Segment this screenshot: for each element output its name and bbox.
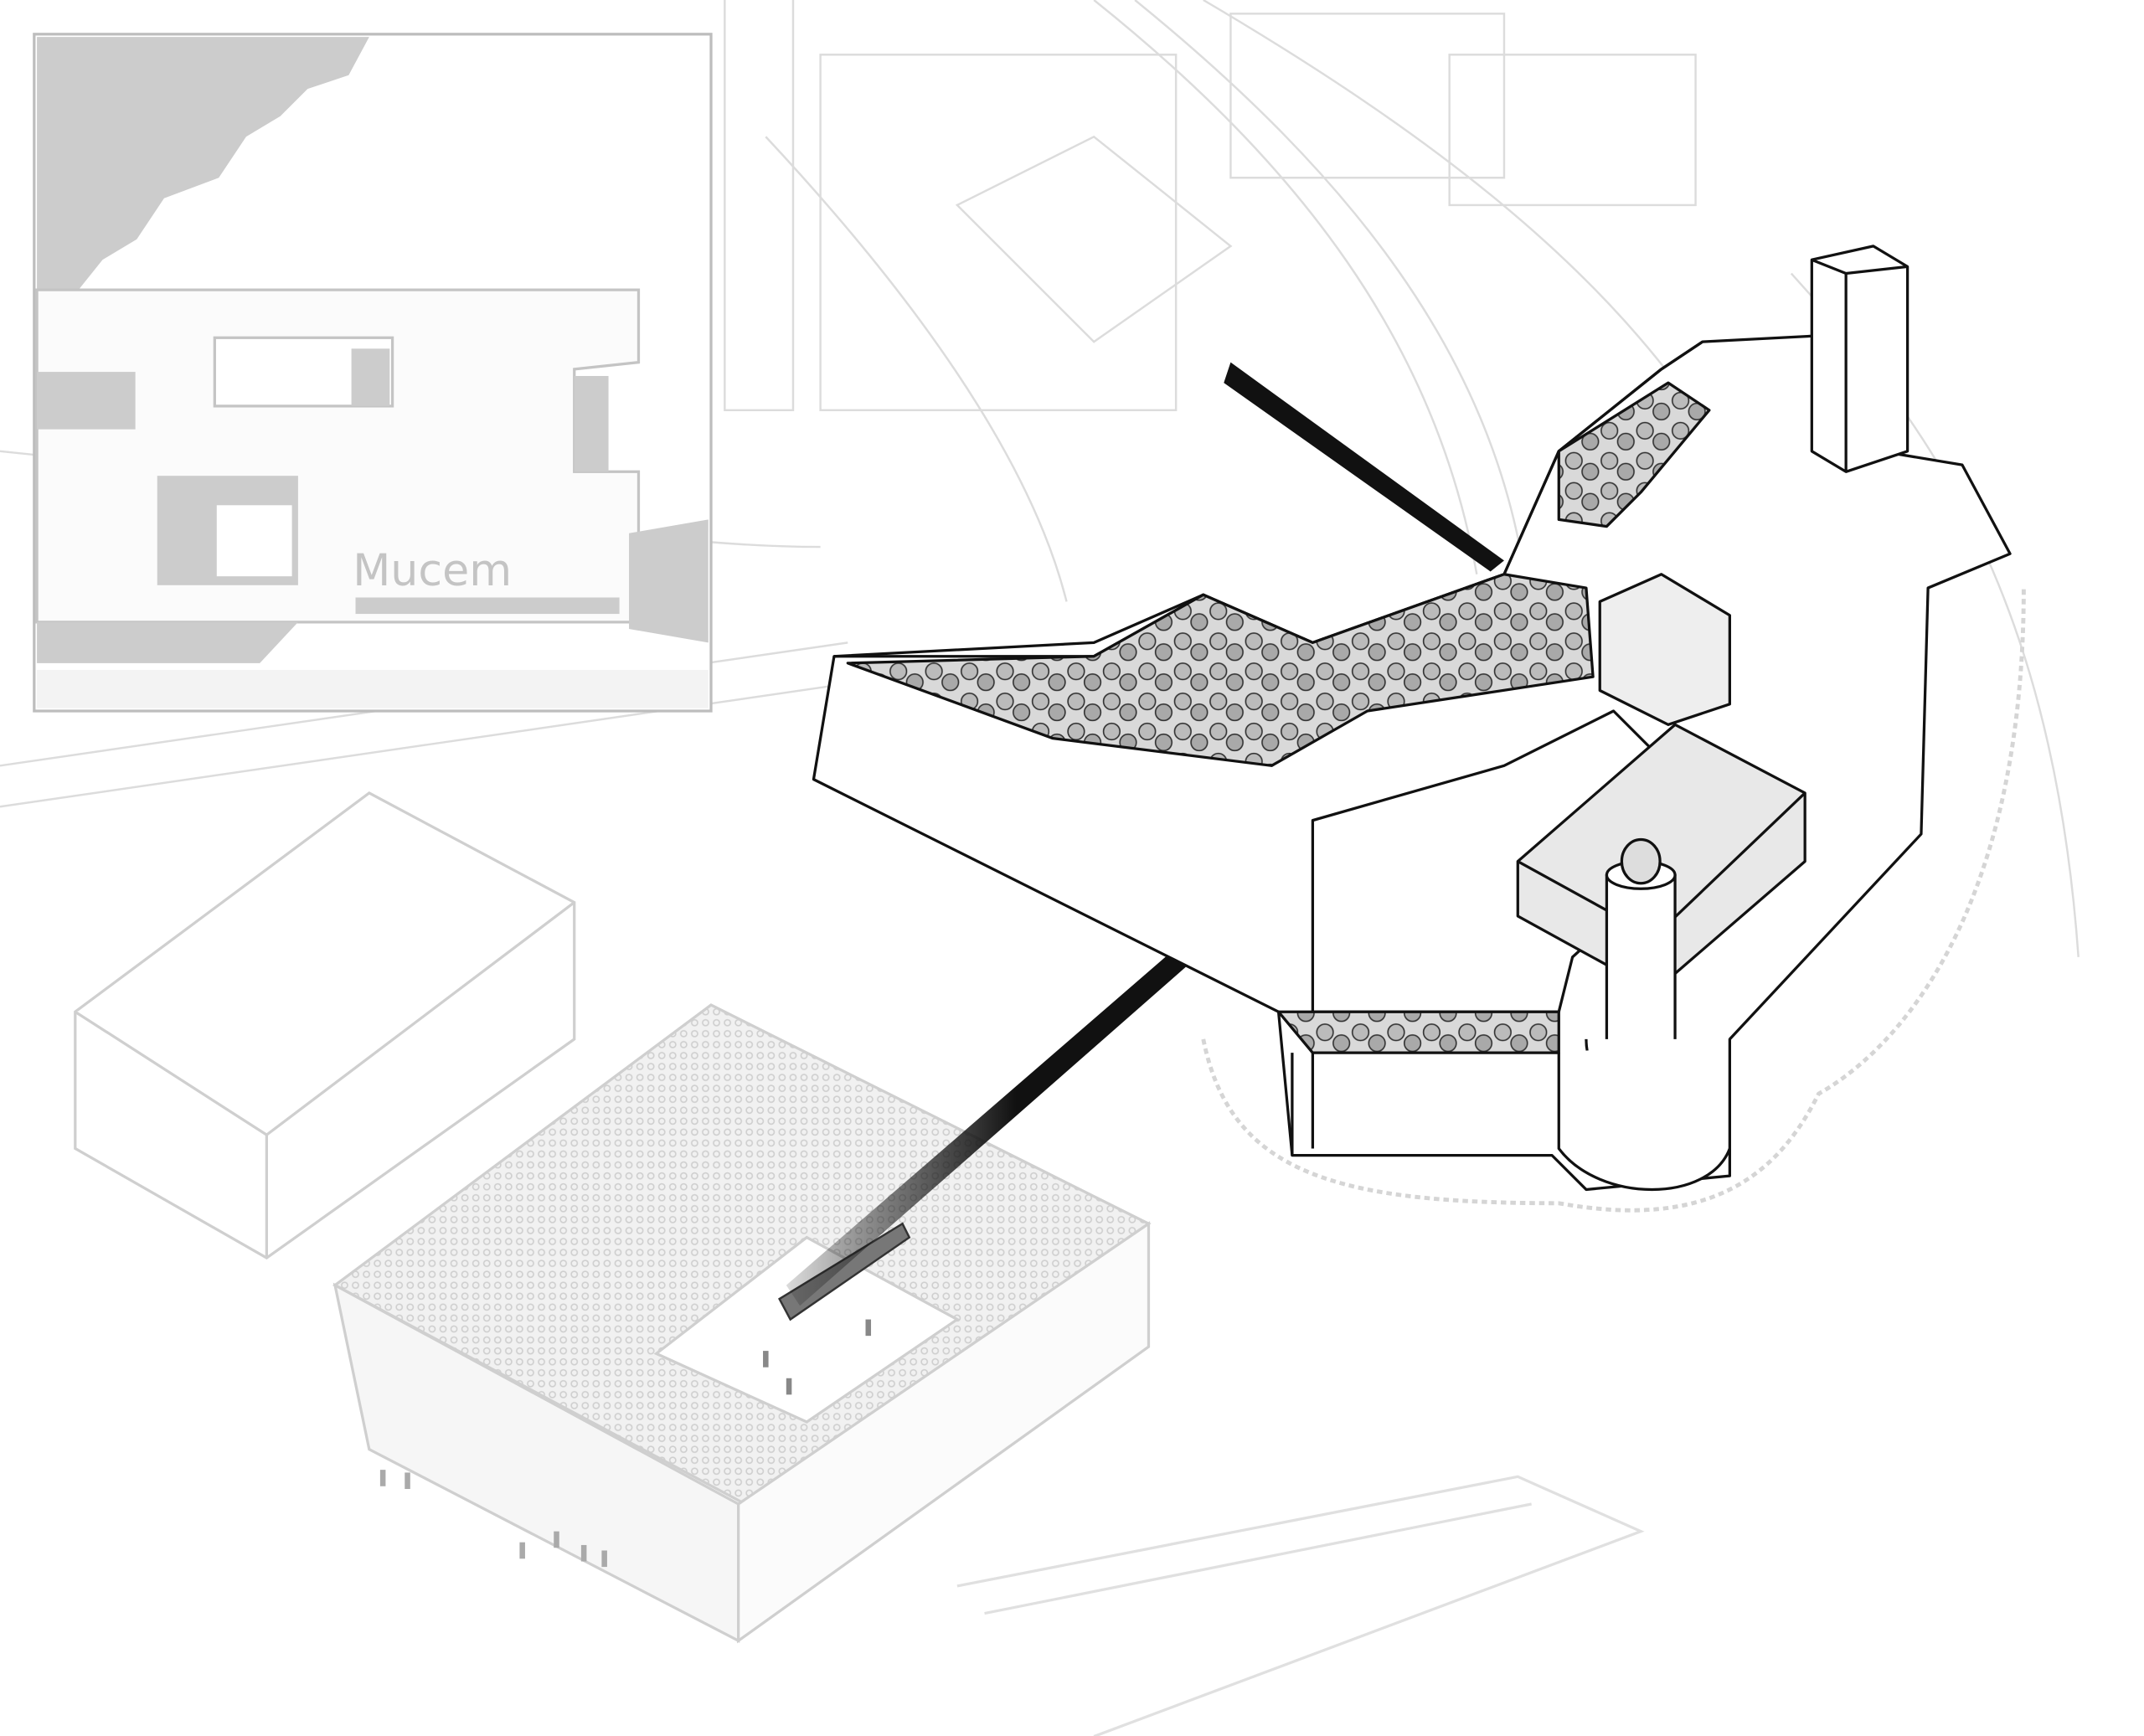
footbridge-saint-laurent — [1224, 362, 1504, 572]
garden-upper — [1557, 381, 1711, 528]
mucem-courtyard — [653, 1235, 961, 1424]
pedestrians — [379, 1319, 872, 1568]
barracks-building — [1516, 723, 1806, 993]
roi-rene-tower — [1810, 245, 1910, 473]
pier — [956, 1475, 1645, 1736]
tree-canopy — [37, 37, 369, 308]
chapel-building — [1598, 573, 1731, 726]
shoreline-rocks — [1201, 588, 2026, 1213]
inset-view-mucem-entrance: Mucem — [33, 33, 713, 713]
fort-saint-jean — [812, 245, 2012, 1192]
garden-terrace — [846, 573, 1595, 767]
fanal-tower — [1557, 837, 1731, 1191]
context-building — [74, 791, 576, 1260]
mucem-building — [332, 1003, 1152, 1644]
mucem-sign: Mucem — [353, 546, 512, 596]
